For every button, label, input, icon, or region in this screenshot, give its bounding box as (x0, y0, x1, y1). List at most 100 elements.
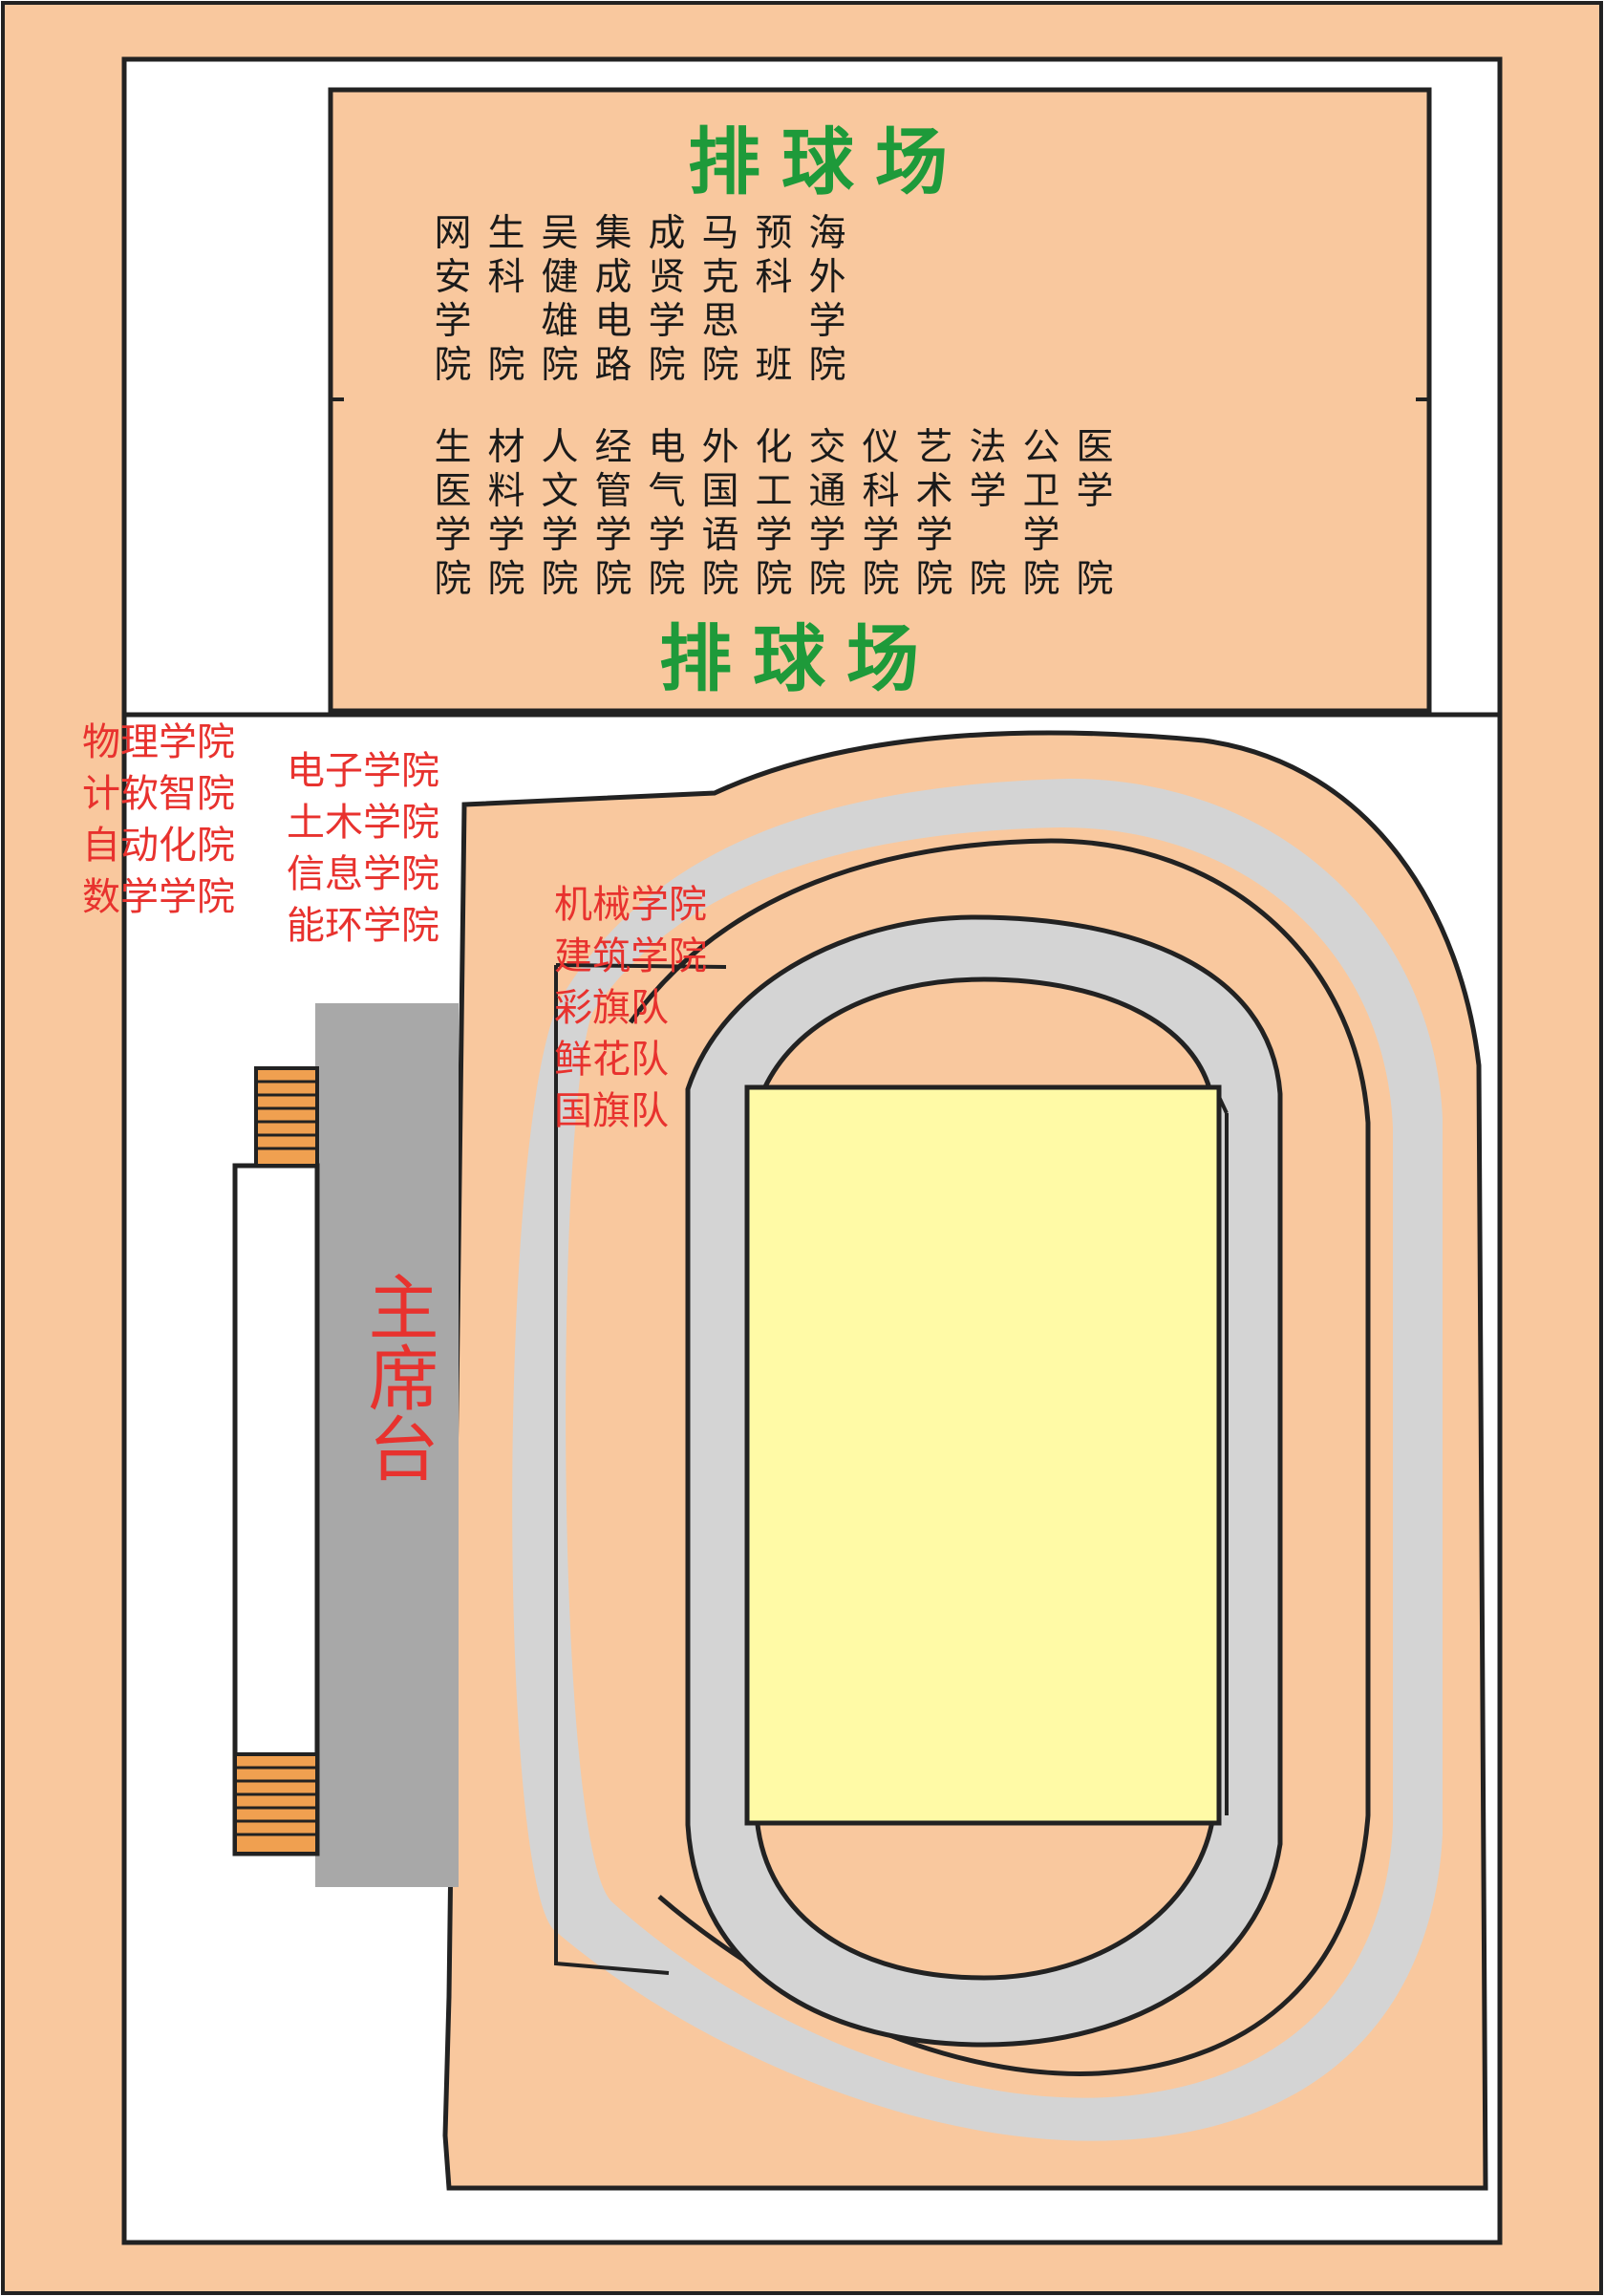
college-char: 院 (701, 558, 739, 601)
college-char: 雄 (541, 300, 579, 343)
middle-group-item: 电子学院 (287, 749, 439, 793)
college-char: 院 (1076, 558, 1114, 601)
college-char: 院 (969, 558, 1007, 601)
college-char: 学 (755, 514, 793, 557)
track-group: 机械学院 建筑学院 彩旗队 鲜花队 国旗队 (554, 879, 707, 1137)
track-group-item: 鲜花队 (554, 1038, 669, 1082)
college-column: 电气学院 (640, 426, 694, 602)
college-char: 院 (808, 558, 846, 601)
college-char: 仪 (862, 426, 900, 469)
college-char: 生 (434, 426, 472, 469)
college-char: 班 (755, 344, 793, 387)
college-char: 吴 (541, 212, 579, 255)
volleyball-title-top: 排球场 (688, 119, 969, 204)
college-char: 卫 (1022, 470, 1060, 513)
college-char: 料 (487, 470, 525, 513)
college-char: 健 (541, 256, 579, 299)
college-char: 院 (434, 344, 472, 387)
college-char: 学 (1022, 514, 1060, 557)
college-char: 学 (969, 470, 1007, 513)
college-char: 气 (648, 470, 686, 513)
college-char: 海 (808, 212, 846, 255)
college-char: 安 (434, 256, 472, 299)
college-column: 化工学院 (747, 426, 801, 602)
college-char: 学 (487, 514, 525, 557)
college-char: 交 (808, 426, 846, 469)
college-char: 生 (487, 212, 525, 255)
college-char: 国 (701, 470, 739, 513)
college-char: 艺 (915, 426, 953, 469)
college-char (501, 300, 512, 344)
college-char: 学 (434, 514, 472, 557)
college-char: 外 (701, 426, 739, 469)
stairs-bottom (233, 1752, 319, 1856)
college-char: 院 (648, 558, 686, 601)
college-char: 学 (594, 514, 632, 557)
college-char: 集 (594, 212, 632, 255)
college-column: 外国语院 (694, 426, 747, 602)
college-char: 通 (808, 470, 846, 513)
college-char: 人 (541, 426, 579, 469)
college-char: 院 (915, 558, 953, 601)
college-char: 成 (594, 256, 632, 299)
middle-group-item: 土木学院 (287, 801, 439, 845)
college-char (1089, 514, 1101, 558)
college-char: 克 (701, 256, 739, 299)
college-char: 医 (1076, 426, 1114, 469)
stand-label: 主席台 (356, 1271, 438, 1483)
college-char: 学 (862, 514, 900, 557)
college-char: 文 (541, 470, 579, 513)
college-char: 院 (701, 344, 739, 387)
college-column: 网安学院 (426, 212, 480, 388)
middle-group-item: 信息学院 (287, 852, 439, 896)
college-char: 预 (755, 212, 793, 255)
college-char: 电 (594, 300, 632, 343)
college-char: 学 (915, 514, 953, 557)
college-column: 生医学院 (426, 426, 480, 602)
track-group-item: 建筑学院 (554, 934, 707, 978)
college-column: 法学 院 (961, 426, 1015, 602)
college-char: 学 (648, 514, 686, 557)
college-char: 化 (755, 426, 793, 469)
college-column: 集成电路 (587, 212, 640, 388)
college-char: 外 (808, 256, 846, 299)
college-char: 法 (969, 426, 1007, 469)
college-char: 院 (648, 344, 686, 387)
college-column: 吴健雄院 (533, 212, 587, 388)
college-char: 科 (487, 256, 525, 299)
college-char: 院 (755, 558, 793, 601)
college-char: 网 (434, 212, 472, 255)
college-char: 院 (434, 558, 472, 601)
college-char: 院 (594, 558, 632, 601)
college-column: 预科 班 (747, 212, 801, 388)
college-char: 院 (862, 558, 900, 601)
college-char: 院 (1022, 558, 1060, 601)
college-column: 生科 院 (480, 212, 533, 388)
college-char: 学 (808, 300, 846, 343)
track-group-item: 机械学院 (554, 883, 707, 927)
college-char (768, 300, 780, 344)
college-column: 人文学院 (533, 426, 587, 602)
college-char: 科 (862, 470, 900, 513)
college-char: 马 (701, 212, 739, 255)
volleyball-court (328, 87, 1432, 714)
college-char: 学 (1076, 470, 1114, 513)
college-column: 海外学院 (801, 212, 854, 388)
college-char: 公 (1022, 426, 1060, 469)
college-char: 学 (648, 300, 686, 343)
college-column: 材料学院 (480, 426, 533, 602)
college-char: 经 (594, 426, 632, 469)
left-group: 物理学院 计软智院 自动化院 数学学院 (82, 717, 235, 923)
stairs-top (254, 1066, 319, 1168)
college-char: 贤 (648, 256, 686, 299)
left-group-item: 物理学院 (82, 720, 235, 764)
middle-group-item: 能环学院 (287, 904, 439, 948)
main-stand (315, 1003, 459, 1887)
volleyball-row-1: 网安学院生科 院吴健雄院集成电路成贤学院马克思院预科 班海外学院 (426, 212, 854, 388)
college-char (982, 514, 994, 558)
college-column: 马克思院 (694, 212, 747, 388)
college-char: 院 (541, 558, 579, 601)
college-char: 医 (434, 470, 472, 513)
college-char: 学 (541, 514, 579, 557)
